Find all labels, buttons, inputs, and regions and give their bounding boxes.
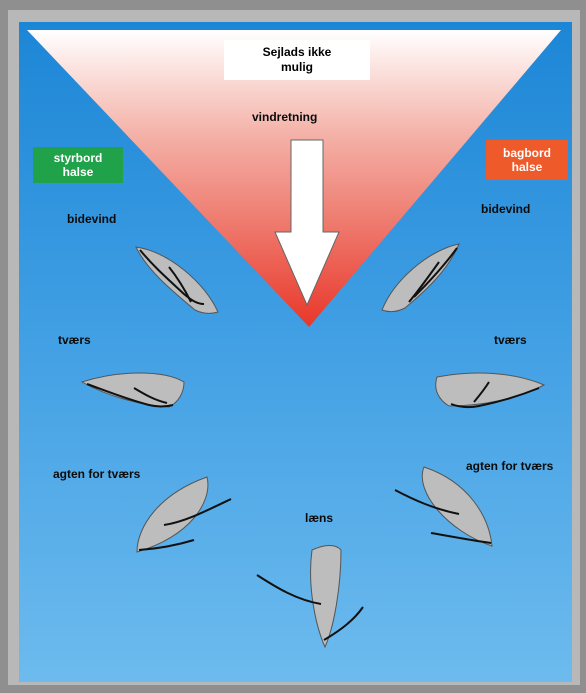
- boat-right-broad: [395, 467, 492, 546]
- port-tack-badge: bagbord halse: [486, 140, 568, 180]
- boat-right-closehauled: [382, 244, 459, 312]
- boat-right-beam: [436, 373, 544, 407]
- boat-left-beam: [82, 373, 184, 407]
- label-left-broad: agten for tværs: [53, 467, 140, 481]
- starboard-tack-badge: styrbord halse: [33, 147, 123, 183]
- label-right-beam: tværs: [494, 333, 527, 347]
- no-sailing-label: Sejlads ikke mulig: [224, 40, 370, 80]
- label-left-closehauled: bidevind: [67, 212, 116, 226]
- boat-running: [257, 546, 363, 648]
- boat-left-closehauled: [136, 247, 218, 313]
- wind-direction-label: vindretning: [252, 110, 317, 124]
- label-right-broad: agten for tværs: [466, 459, 553, 473]
- boat-left-broad: [137, 477, 231, 552]
- label-running: læns: [305, 511, 333, 525]
- label-left-beam: tværs: [58, 333, 91, 347]
- label-right-closehauled: bidevind: [481, 202, 530, 216]
- sailing-diagram: Sejlads ikke mulig vindretning styrbord …: [19, 22, 572, 682]
